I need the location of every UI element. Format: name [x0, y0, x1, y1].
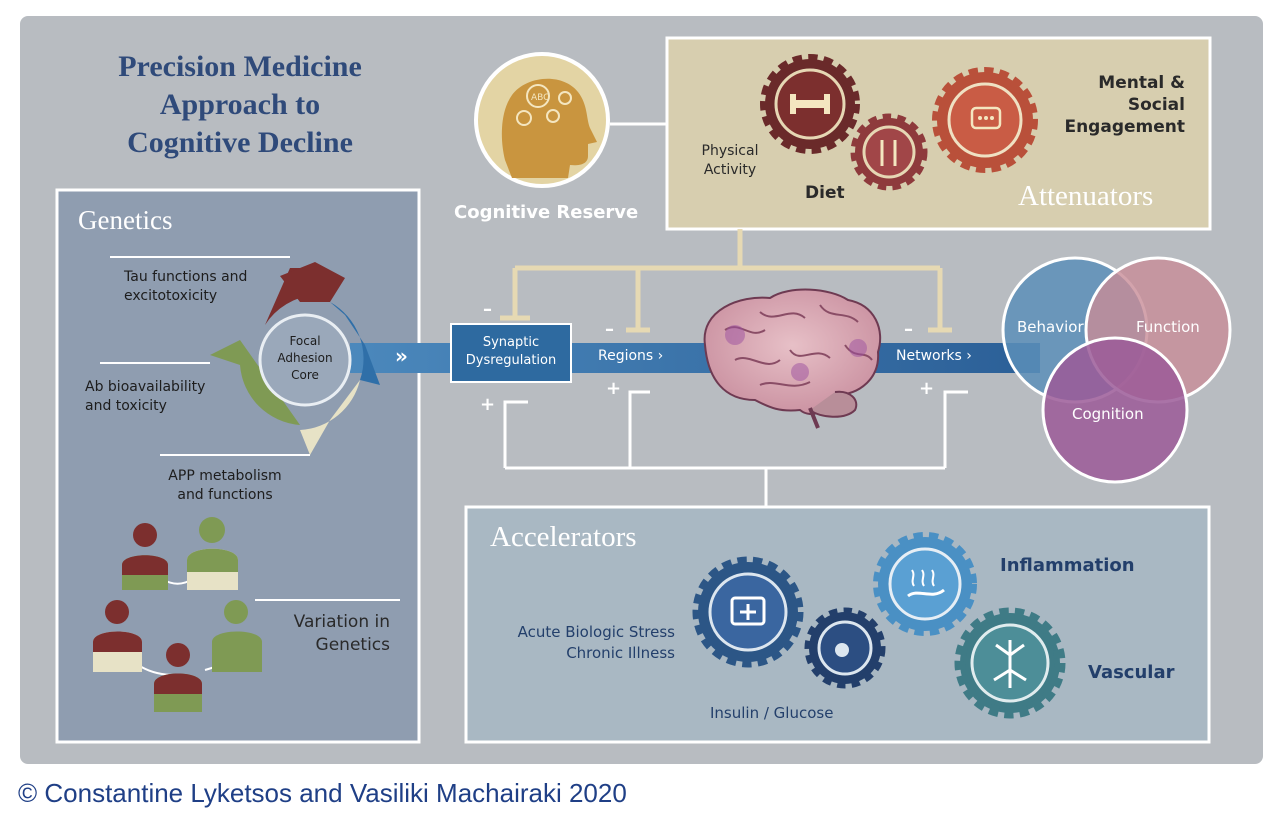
genetics-cycle: [210, 262, 380, 455]
focal-adhesion-core-label: Focal Adhesion Core: [277, 334, 333, 382]
genetics-heading: Genetics: [78, 205, 173, 235]
minus-sign-networks: –: [904, 319, 913, 340]
inflammation-gear-icon: [873, 532, 977, 636]
vascular-gear-icon: [954, 607, 1066, 719]
physical-activity-label: Physical Activity: [701, 143, 759, 178]
function-label: Function: [1136, 318, 1200, 336]
acute-stress-label: Acute Biologic Stress Chronic Illness: [517, 623, 675, 662]
mental-social-gear-icon: [932, 67, 1038, 173]
insulin-glucose-gear-icon: [804, 607, 886, 689]
accelerators-heading: Accelerators: [490, 521, 637, 553]
diet-gear-icon: [850, 113, 928, 191]
attenuator-connectors: [500, 229, 952, 333]
title-line-2: Approach to: [159, 88, 321, 121]
plus-sign-networks: +: [919, 378, 935, 399]
cognition-label: Cognition: [1072, 405, 1144, 423]
mental-social-label: Mental & Social Engagement: [1064, 73, 1185, 137]
brain-icon: [703, 288, 882, 429]
accelerator-connectors: [503, 390, 968, 507]
diet-label: Diet: [805, 183, 845, 203]
synaptic-dysregulation-label: Synaptic Dysregulation: [465, 335, 557, 368]
plus-sign-synaptic: +: [480, 394, 496, 415]
insulin-glucose-label: Insulin / Glucose: [710, 704, 834, 722]
networks-label: Networks ›: [896, 348, 972, 364]
behavior-label: Behavior: [1017, 318, 1084, 336]
family-figures-icon: [93, 517, 262, 712]
minus-sign-synaptic: –: [483, 299, 492, 320]
physical-activity-gear-icon: [760, 54, 860, 154]
pathway-arrows: »: [395, 344, 408, 368]
app-label: APP metabolism and functions: [168, 468, 282, 503]
title-line-1: Precision Medicine: [118, 50, 362, 83]
svg-text:ABC: ABC: [531, 93, 549, 103]
title-line-3: Cognitive Decline: [127, 126, 353, 159]
copyright-notice: © Constantine Lyketsos and Vasiliki Mach…: [18, 778, 627, 808]
page-title: Precision Medicine Approach to Cognitive…: [60, 48, 420, 162]
acute-stress-gear-icon: [692, 556, 804, 668]
cognitive-reserve-label: Cognitive Reserve: [454, 202, 639, 223]
variation-label: Variation in Genetics: [293, 612, 390, 655]
regions-label: Regions ›: [598, 348, 664, 364]
plus-sign-regions: +: [606, 378, 622, 399]
attenuators-heading: Attenuators: [1018, 180, 1154, 212]
ab-label: Ab bioavailability and toxicity: [85, 379, 206, 414]
inflammation-label: Inflammation: [1000, 555, 1135, 576]
minus-sign-regions: –: [605, 319, 614, 340]
outcomes-venn: [1001, 256, 1232, 484]
head-abc-icon: ABC: [474, 52, 610, 188]
synaptic-box: [450, 323, 572, 383]
tau-label: Tau functions and excitotoxicity: [124, 269, 248, 304]
vascular-label: Vascular: [1088, 662, 1175, 683]
